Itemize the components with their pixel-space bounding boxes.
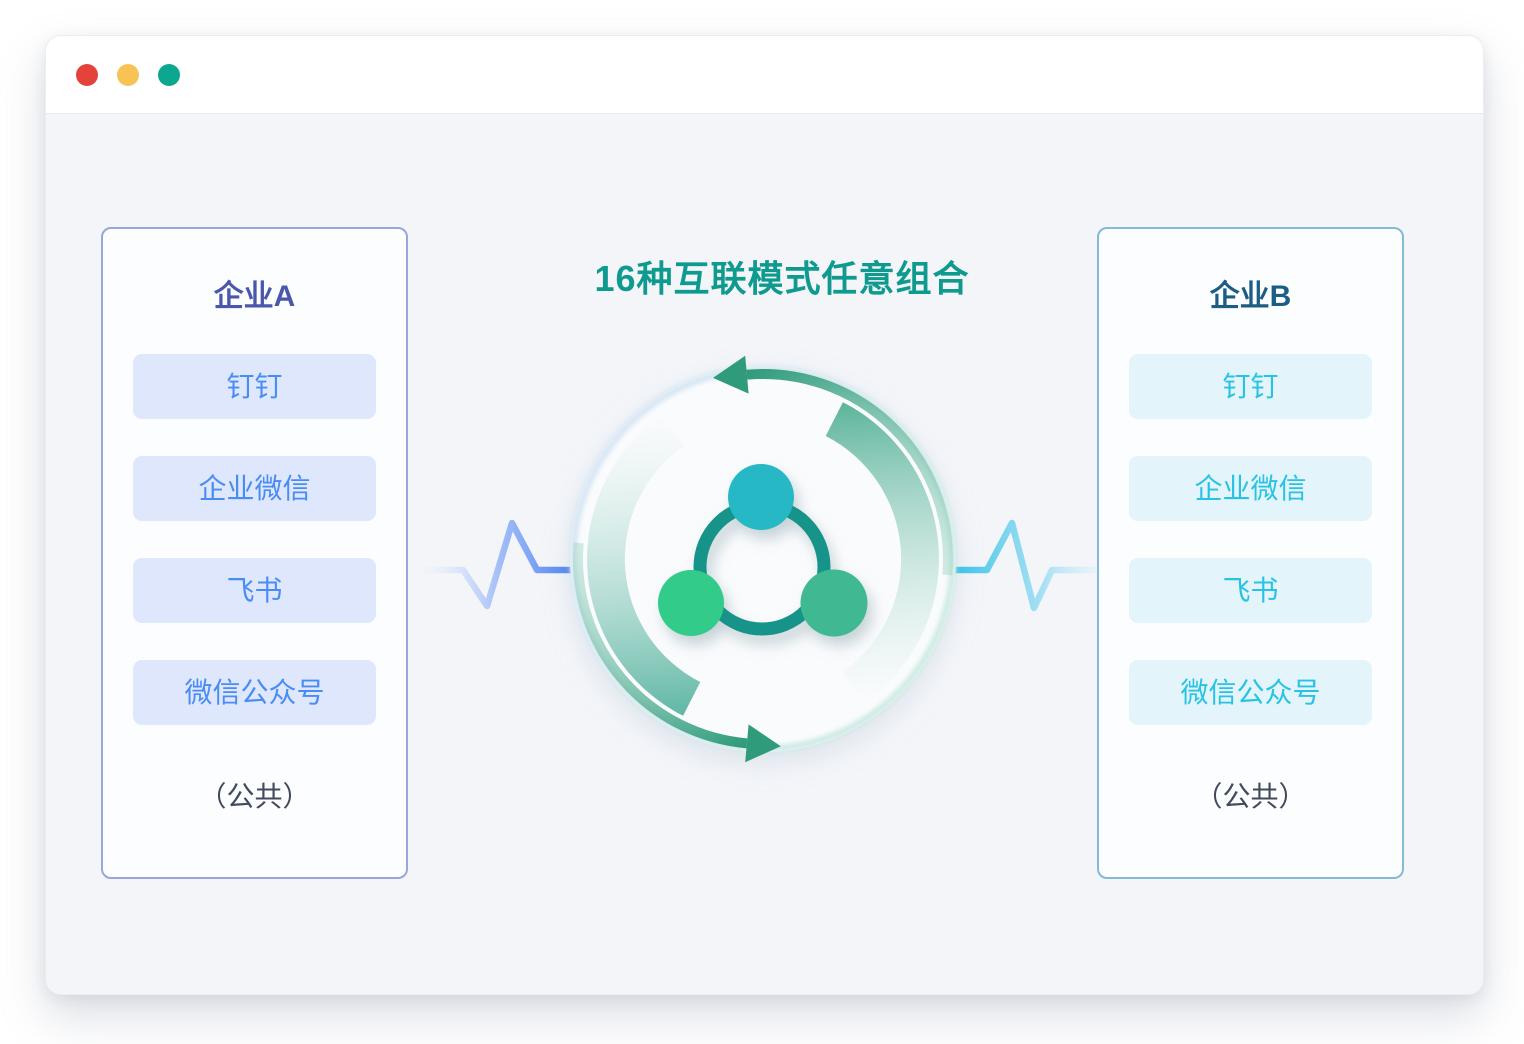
panel-enterprise-a: 企业A 钉钉 企业微信 飞书 微信公众号 （公共） [101, 227, 408, 879]
panel-a-footer: （公共） [198, 781, 311, 812]
panel-a-title: 企业A [213, 280, 296, 313]
pulse-line-right-icon [948, 519, 1122, 612]
panel-enterprise-b: 企业B 钉钉 企业微信 飞书 微信公众号 （公共） [1097, 227, 1404, 879]
panel-a-item-dingtalk: 钉钉 [133, 354, 376, 419]
share-network-icon [658, 464, 868, 637]
panel-b-item-wechat-official: 微信公众号 [1129, 660, 1372, 725]
glow-disc-rim [569, 365, 957, 753]
panel-b-item-dingtalk: 钉钉 [1129, 354, 1372, 419]
glow-disc [570, 366, 956, 752]
share-node-right [800, 569, 868, 637]
share-node-top [728, 464, 794, 530]
share-node-left [658, 570, 724, 636]
cycle-arrows-icon [573, 355, 953, 763]
panel-b-footer: （公共） [1194, 781, 1307, 812]
gradient-arc-left [587, 414, 701, 716]
diagram-title: 16种互联模式任意组合 [594, 258, 970, 299]
panel-b-title: 企业B [1209, 280, 1292, 313]
app-window: 16种互联模式任意组合 企业A 钉钉 企业微信 飞书 微信公众号 （公共） 企业… [45, 35, 1484, 995]
window-body: 16种互联模式任意组合 企业A 钉钉 企业微信 飞书 微信公众号 （公共） 企业… [46, 115, 1483, 994]
panel-b-item-wecom: 企业微信 [1129, 456, 1372, 521]
close-dot-icon[interactable] [76, 63, 98, 86]
minimize-dot-icon[interactable] [117, 63, 139, 86]
window-titlebar [46, 36, 1483, 114]
gradient-arc-right [825, 402, 939, 704]
expand-dot-icon[interactable] [158, 63, 180, 86]
panel-a-item-feishu: 飞书 [133, 558, 376, 623]
panel-a-item-wecom: 企业微信 [133, 456, 376, 521]
panel-b-item-feishu: 飞书 [1129, 558, 1372, 623]
pulse-line-left-icon [421, 519, 577, 610]
panel-a-item-wechat-official: 微信公众号 [133, 660, 376, 725]
